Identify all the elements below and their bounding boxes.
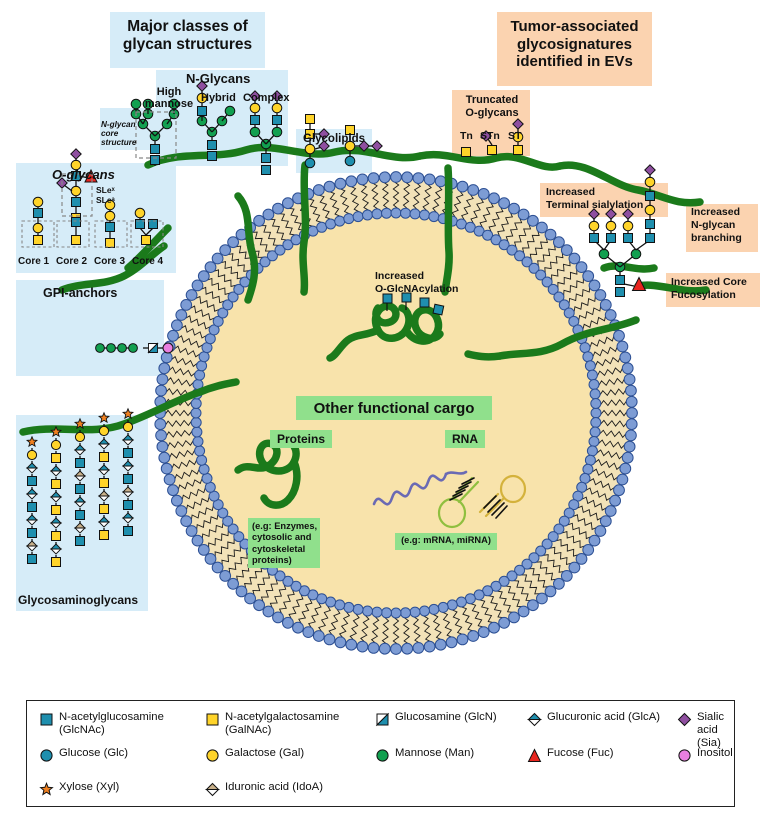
legend-item-square-glcn: Glucosamine (GlcN) [375, 711, 497, 732]
triangle-fuc [527, 748, 542, 762]
diamond-sia [677, 712, 692, 732]
label-hybrid: Hybrid [201, 92, 236, 104]
cargo-protein-oglcnac [326, 302, 444, 362]
label-core-fucosylation: Increased Core Fucosylation [671, 276, 747, 302]
label-core-2: Core 2 [56, 256, 88, 267]
o-glcnac-residues [382, 292, 445, 316]
label-stn: STn [480, 130, 500, 142]
membrane-proteins [19, 143, 710, 436]
membrane-tails [158, 175, 634, 651]
square-glcnac [39, 712, 54, 732]
glycan-structures [25, 80, 656, 567]
circle-man [376, 749, 389, 762]
square-glcn [375, 712, 390, 727]
label-glycolipids: Glycolipids [303, 133, 365, 145]
header-tumor-signatures: Tumor-associated glycosignatures identif… [497, 12, 652, 86]
legend-label: Glucuronic acid (GlcA) [547, 711, 661, 723]
sle-dashed-box [61, 173, 93, 217]
legend-label: Galactose (Gal) [225, 747, 305, 759]
circle-inositol [678, 749, 691, 762]
legend-item-diamond-idoa: Iduronic acid (IdoA) [205, 781, 323, 802]
label-other-functional-cargo: Other functional cargo [296, 396, 492, 420]
label-rna: RNA [445, 430, 485, 448]
legend-label: Glucose (Glc) [59, 747, 129, 759]
star-xyl [39, 781, 54, 796]
label-core-4: Core 4 [132, 256, 164, 267]
square-galnac [206, 713, 219, 726]
legend-label: Glucosamine (GlcN) [395, 711, 497, 723]
label-o-glcnacylation: Increased O-GlcNAcylation [375, 270, 459, 296]
square-glcnac [40, 713, 53, 726]
legend-label: Sialic acid (Sia) [697, 711, 724, 749]
legend-item-diamond-glca: Glucuronic acid (GlcA) [527, 711, 660, 732]
label-st: ST [508, 130, 522, 142]
legend-label: Mannose (Man) [395, 747, 475, 759]
circle-man [375, 748, 390, 768]
core4-dashed-box [130, 220, 164, 248]
header-major-classes: Major classes of glycan structures [110, 12, 265, 68]
label-n-glycans-title: N-Glycans [186, 71, 251, 86]
legend-panel: N-acetylglucosamine (GlcNAc) N-acetylgala… [26, 700, 735, 807]
label-sle: SLeˣ SLeᵃ [96, 185, 115, 205]
label-rna-examples: (e.g: mRNA, miRNA) [395, 533, 497, 550]
membrane-lipid-heads [154, 171, 638, 655]
triangle-fuc [527, 748, 542, 768]
label-terminal-sialylation: Increased Terminal sialylation [546, 186, 644, 212]
square-galnac [205, 712, 220, 732]
legend-item-circle-gal: Galactose (Gal) [205, 747, 304, 768]
label-gpi-anchors: GPI-anchors [43, 286, 118, 300]
legend-label: Inositol [697, 747, 733, 759]
legend-label: Fucose (Fuc) [547, 747, 614, 759]
core3-dashed-box [94, 220, 128, 248]
label-truncated-o-glycans: Truncated O-glycans [465, 94, 519, 120]
diamond-idoa [205, 782, 220, 802]
core1-dashed-box [21, 220, 55, 248]
legend-item-circle-man: Mannose (Man) [375, 747, 474, 768]
cargo-protein-example [234, 438, 301, 509]
label-o-glycans-title: O-glycans [52, 167, 115, 182]
panel-gpi-bg [16, 280, 164, 376]
square-glcn [375, 712, 390, 732]
label-n-glycan-core: N-glycan core structure [101, 120, 137, 148]
n-glycan-core-dashed-box [135, 111, 177, 159]
circle-gal [205, 748, 220, 768]
panel-branching-bg [686, 204, 758, 252]
label-n-glycan-branching: Increased N-glycan branching [691, 206, 742, 245]
circle-gal [206, 749, 219, 762]
legend-item-circle-glc: Glucose (Glc) [39, 747, 128, 768]
diamond-glca [527, 712, 542, 727]
circle-glc [40, 749, 53, 762]
legend-label: Xylose (Xyl) [59, 781, 120, 793]
diamond-sia [677, 712, 692, 727]
label-high-mannose: High mannose [144, 86, 194, 111]
legend-label: Iduronic acid (IdoA) [225, 781, 323, 793]
legend-item-diamond-sia: Sialic acid (Sia) [677, 711, 734, 750]
label-core-1: Core 1 [18, 256, 50, 267]
legend-item-star-xyl: Xylose (Xyl) [39, 781, 119, 802]
legend-item-circle-inositol: Inositol [677, 747, 733, 768]
diamond-glca [527, 712, 542, 732]
label-core-3: Core 3 [94, 256, 126, 267]
legend-label: N-acetylglucosamine (GlcNAc) [59, 711, 164, 736]
legend-item-square-glcnac: N-acetylglucosamine (GlcNAc) [39, 711, 164, 737]
legend-item-square-galnac: N-acetylgalactosamine (GalNAc) [205, 711, 339, 737]
label-proteins: Proteins [270, 430, 332, 448]
label-proteins-examples: (e.g: Enzymes, cytosolic and cytoskeleta… [248, 518, 320, 568]
circle-glc [39, 748, 54, 768]
label-complex: Complex [243, 92, 290, 104]
label-gags: Glycosaminoglycans [18, 593, 139, 607]
circle-inositol [677, 748, 692, 768]
legend-label: N-acetylgalactosamine (GalNAc) [225, 711, 340, 736]
cargo-rna [372, 470, 527, 529]
star-xyl [39, 781, 54, 802]
diamond-idoa [205, 782, 220, 797]
legend-item-triangle-fuc: Fucose (Fuc) [527, 747, 614, 768]
core2-dashed-box [56, 220, 90, 248]
label-tn: Tn [460, 130, 473, 142]
